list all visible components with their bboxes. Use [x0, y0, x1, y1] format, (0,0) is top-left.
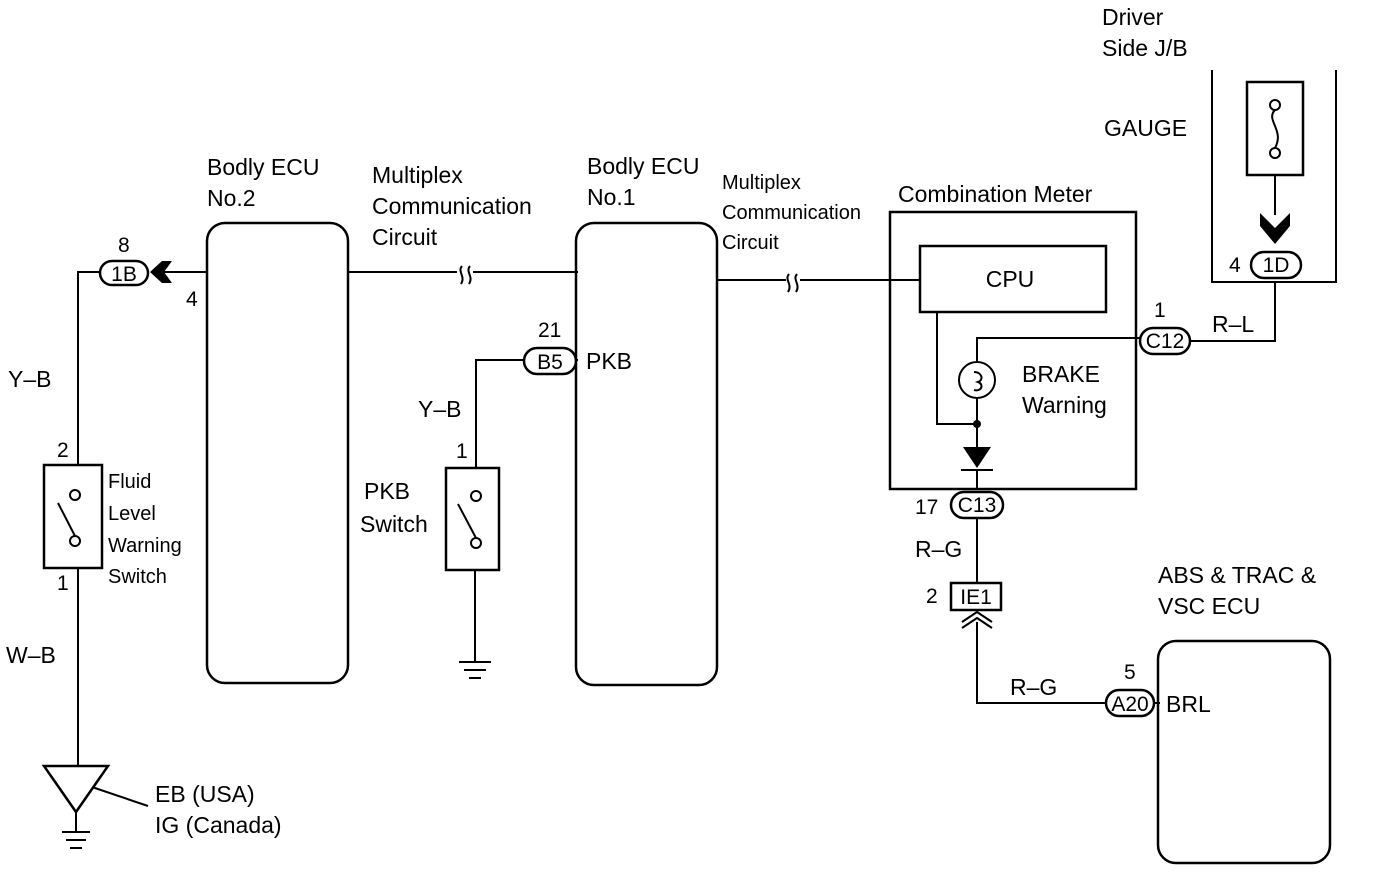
pkb-switch-label-2: Switch: [360, 511, 428, 537]
connector-c12-id: C12: [1146, 330, 1185, 353]
connector-c12-pin: 1: [1154, 299, 1166, 322]
break-mark-mux2: [786, 273, 799, 293]
fluid-switch-blade: [57, 502, 76, 537]
svg-text:Multiplex: Multiplex: [372, 162, 463, 188]
ground-symbol-left: [41, 764, 111, 849]
abs-ecu-box: [1156, 639, 1332, 865]
svg-text:Fluid: Fluid: [108, 471, 151, 493]
body-ecu-1-box: [574, 221, 719, 687]
multiplex-circuit-label-1: Multiplex Communication Circuit: [372, 162, 532, 250]
connector-1b-id: 1B: [111, 263, 137, 286]
ground-label-usa: EB (USA): [155, 781, 255, 807]
wire-meter-cpu: [936, 312, 977, 425]
connector-a20-id: A20: [1111, 693, 1148, 716]
wire-label-rg-upper: R–G: [915, 536, 962, 562]
ground-symbol-pkb: [459, 661, 491, 679]
svg-text:Communication: Communication: [722, 202, 861, 224]
svg-text:Communication: Communication: [372, 193, 532, 219]
brake-warning-label-2: Warning: [1022, 392, 1107, 418]
connector-1b-arrow: [150, 261, 172, 283]
connector-1b-pin-b: 4: [186, 288, 198, 311]
pkb-switch-blade: [457, 503, 477, 539]
connector-c13: [949, 490, 1005, 520]
connector-1d-id: 1D: [1263, 254, 1290, 277]
fluid-switch-pin-bottom: 1: [57, 572, 69, 595]
connector-a20-pin: 5: [1124, 661, 1136, 684]
pkb-switch-label-1: PKB: [364, 478, 410, 504]
combination-meter-box: [888, 210, 1138, 491]
connector-b5-id: B5: [537, 351, 563, 374]
brake-warning-label-1: BRAKE: [1022, 361, 1100, 387]
svg-text:Level: Level: [108, 503, 156, 525]
connector-a20: [1104, 688, 1156, 718]
fuse-icon: [1269, 99, 1281, 159]
diode-icon: [961, 447, 993, 471]
driver-jb-label-2: Side J/B: [1102, 35, 1188, 61]
wire-yb-left: [77, 271, 100, 465]
abs-ecu-label-2: VSC ECU: [1158, 593, 1260, 619]
connector-ie1-id: IE1: [960, 586, 992, 609]
fluid-switch-contact-top: [69, 489, 81, 501]
fluid-switch-box: [42, 463, 104, 570]
body-ecu-2-box: [205, 221, 350, 685]
svg-text:Warning: Warning: [108, 535, 182, 557]
connector-b5-pin: 21: [538, 319, 561, 342]
connector-ie1-chevron-1: [961, 610, 993, 623]
connector-1d-arrow: [1260, 213, 1290, 244]
svg-text:Switch: Switch: [108, 566, 167, 588]
cpu-label: CPU: [986, 266, 1035, 292]
connector-c12: [1138, 326, 1192, 356]
multiplex-circuit-label-2: Multiplex Communication Circuit: [722, 172, 861, 254]
body-ecu-1-label: Bodly ECU: [587, 153, 699, 179]
wire-rg-lower: [976, 622, 1106, 704]
connector-c13-pin: 17: [915, 496, 938, 519]
pkb-switch-contact-top: [470, 490, 482, 502]
connector-1d: [1249, 250, 1303, 280]
connector-ie1: [949, 581, 1003, 612]
connector-b5: [522, 346, 578, 376]
wire-label-yb-left: Y–B: [8, 366, 51, 392]
fluid-switch-contact-bottom: [69, 535, 81, 547]
brake-warning-lamp-icon: [958, 361, 996, 399]
gauge-fuse-label: GAUGE: [1104, 115, 1187, 141]
abs-ecu-label-1: ABS & TRAC &: [1158, 562, 1316, 588]
connector-1b: [98, 259, 150, 287]
combination-meter-label: Combination Meter: [898, 181, 1093, 207]
pkb-switch-contact-bottom: [470, 537, 482, 549]
abs-ecu-brl-terminal: BRL: [1166, 691, 1211, 717]
body-ecu-1-pkb-terminal: PKB: [586, 348, 632, 374]
pkb-switch-box: [444, 466, 501, 572]
fluid-switch-label: Fluid Level Warning Switch: [108, 471, 182, 588]
break-mark-mux1: [459, 265, 472, 285]
connector-c13-id: C13: [958, 494, 997, 517]
fluid-switch-pin-top: 2: [57, 439, 69, 462]
ground-leader-line: [85, 784, 149, 807]
wire-label-rl: R–L: [1212, 311, 1254, 337]
svg-text:Multiplex: Multiplex: [722, 172, 801, 194]
body-ecu-2-sublabel: No.2: [207, 185, 256, 211]
wires: [77, 175, 1276, 807]
connector-ie1-chevron-2: [961, 616, 993, 629]
svg-text:Circuit: Circuit: [372, 224, 438, 250]
cpu-box: [918, 244, 1108, 314]
ground-label-canada: IG (Canada): [155, 812, 282, 838]
wire-yb-pkb: [475, 359, 524, 468]
gauge-fuse-box: [1245, 80, 1305, 177]
body-ecu-2-label: Bodly ECU: [207, 154, 319, 180]
connector-ie1-pin: 2: [926, 585, 938, 608]
driver-jb-label-1: Driver: [1102, 4, 1164, 30]
junction-dot: [973, 420, 981, 428]
body-ecu-1-sublabel: No.1: [587, 184, 636, 210]
driver-jb-box: [1211, 70, 1337, 283]
wire-rl: [1190, 282, 1276, 342]
pkb-switch-pin-top: 1: [456, 440, 468, 463]
svg-text:Circuit: Circuit: [722, 232, 779, 254]
connector-1b-pin-a: 8: [118, 234, 130, 257]
wire-meter-lamp-top: [976, 337, 1140, 362]
wire-label-wb-left: W–B: [6, 642, 56, 668]
wire-label-yb-pkb: Y–B: [418, 396, 461, 422]
wire-label-rg-lower: R–G: [1010, 674, 1057, 700]
connector-1d-pin: 4: [1229, 254, 1241, 277]
